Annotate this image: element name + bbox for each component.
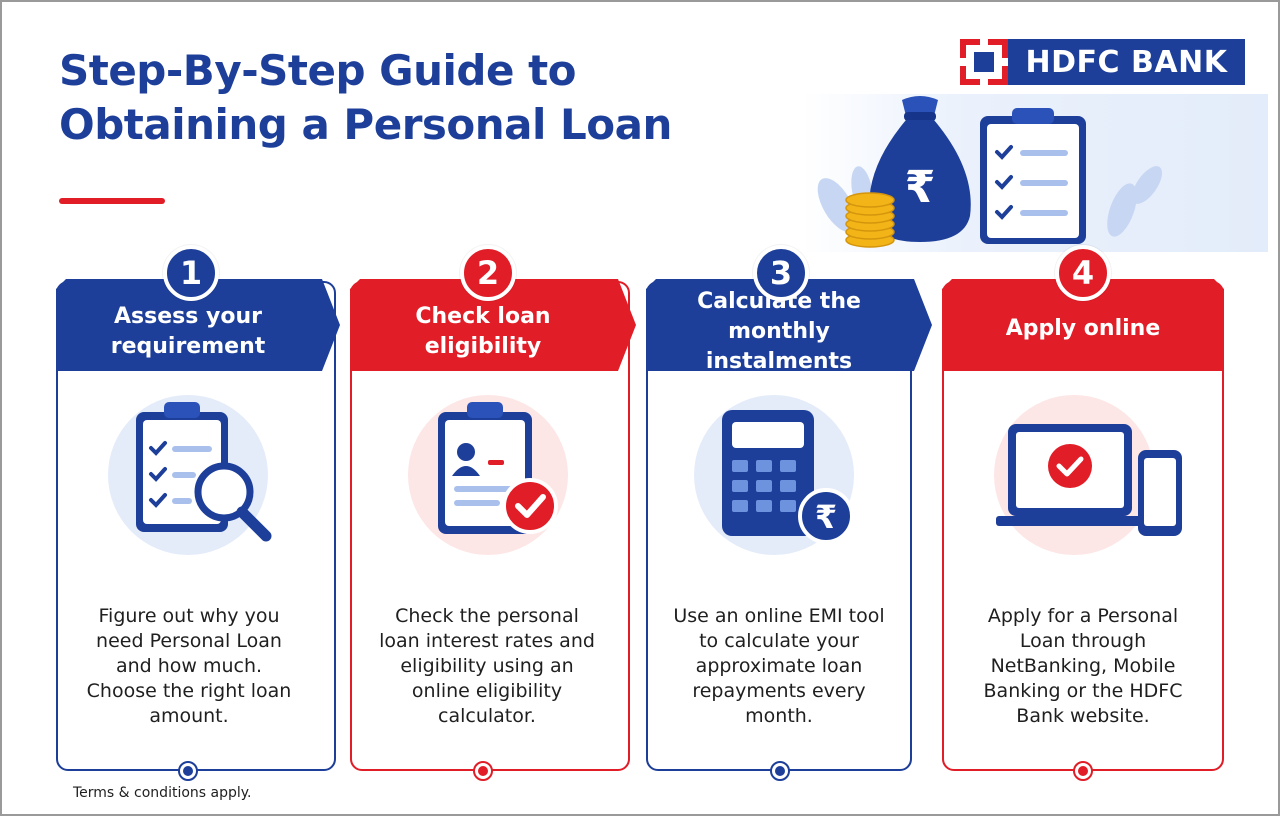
- money-bag-icon: ₹: [869, 96, 971, 242]
- step-number-2: 2: [460, 245, 516, 301]
- title-line-1: Step-By-Step Guide to: [59, 46, 577, 95]
- calculator-rupee-icon: ₹: [694, 395, 854, 555]
- title-underline: [59, 198, 165, 204]
- hero-illustration: ₹: [817, 96, 1163, 248]
- step-number-3: 3: [753, 245, 809, 301]
- step-number-4: 4: [1055, 245, 1111, 301]
- step-connector-dot-3: [770, 761, 790, 781]
- svg-text:₹: ₹: [905, 162, 936, 213]
- profile-clipboard-check-icon: [408, 395, 568, 555]
- step-title-4: Apply online: [942, 279, 1224, 371]
- step-number-1: 1: [163, 245, 219, 301]
- hdfc-logo-mark-icon: [960, 39, 1008, 85]
- laptop-phone-check-icon: [994, 395, 1182, 555]
- step-connector-dot-1: [178, 761, 198, 781]
- svg-text:₹: ₹: [815, 498, 837, 536]
- step-connector-dot-2: [473, 761, 493, 781]
- checklist-clipboard-icon: [980, 108, 1086, 244]
- step-connector-dot-4: [1073, 761, 1093, 781]
- hdfc-bank-logo: HDFC BANK: [960, 39, 1245, 85]
- clipboard-magnifier-icon: [108, 395, 272, 555]
- page-title: Step-By-Step Guide to Obtaining a Person…: [59, 44, 699, 152]
- title-line-2: Obtaining a Personal Loan: [59, 100, 672, 149]
- terms-note: Terms & conditions apply.: [73, 785, 252, 801]
- brand-name: HDFC BANK: [1025, 44, 1228, 80]
- gold-coins-icon: [845, 192, 895, 248]
